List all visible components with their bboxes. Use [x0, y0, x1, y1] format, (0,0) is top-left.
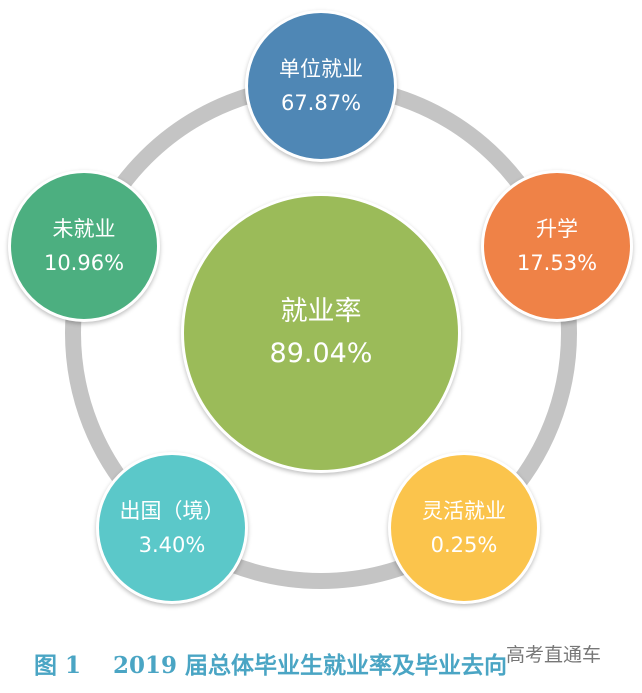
figure-caption: 图 1 2019 届总体毕业生就业率及毕业去向 — [34, 652, 508, 679]
center-label: 就业率 — [280, 296, 362, 327]
node-unit-employment: 单位就业 67.87% — [245, 10, 397, 162]
center-value: 89.04% — [269, 338, 373, 369]
node-value: 3.40% — [138, 533, 206, 557]
node-label: 未就业 — [52, 217, 116, 241]
node-label: 灵活就业 — [422, 499, 506, 523]
watermark: 高考直通车 — [506, 644, 602, 666]
node-value: 17.53% — [516, 251, 598, 275]
node-further-study: 升学 17.53% — [481, 170, 633, 322]
node-label: 升学 — [536, 217, 578, 241]
node-value: 10.96% — [43, 251, 125, 275]
employment-rate-center: 就业率 89.04% — [181, 193, 461, 473]
node-unemployed: 未就业 10.96% — [8, 170, 160, 322]
node-label: 单位就业 — [279, 57, 363, 81]
node-abroad: 出国（境） 3.40% — [96, 452, 248, 604]
node-flexible-employment: 灵活就业 0.25% — [388, 452, 540, 604]
node-label: 出国（境） — [119, 499, 225, 523]
node-value: 67.87% — [280, 91, 362, 115]
node-value: 0.25% — [430, 533, 498, 557]
